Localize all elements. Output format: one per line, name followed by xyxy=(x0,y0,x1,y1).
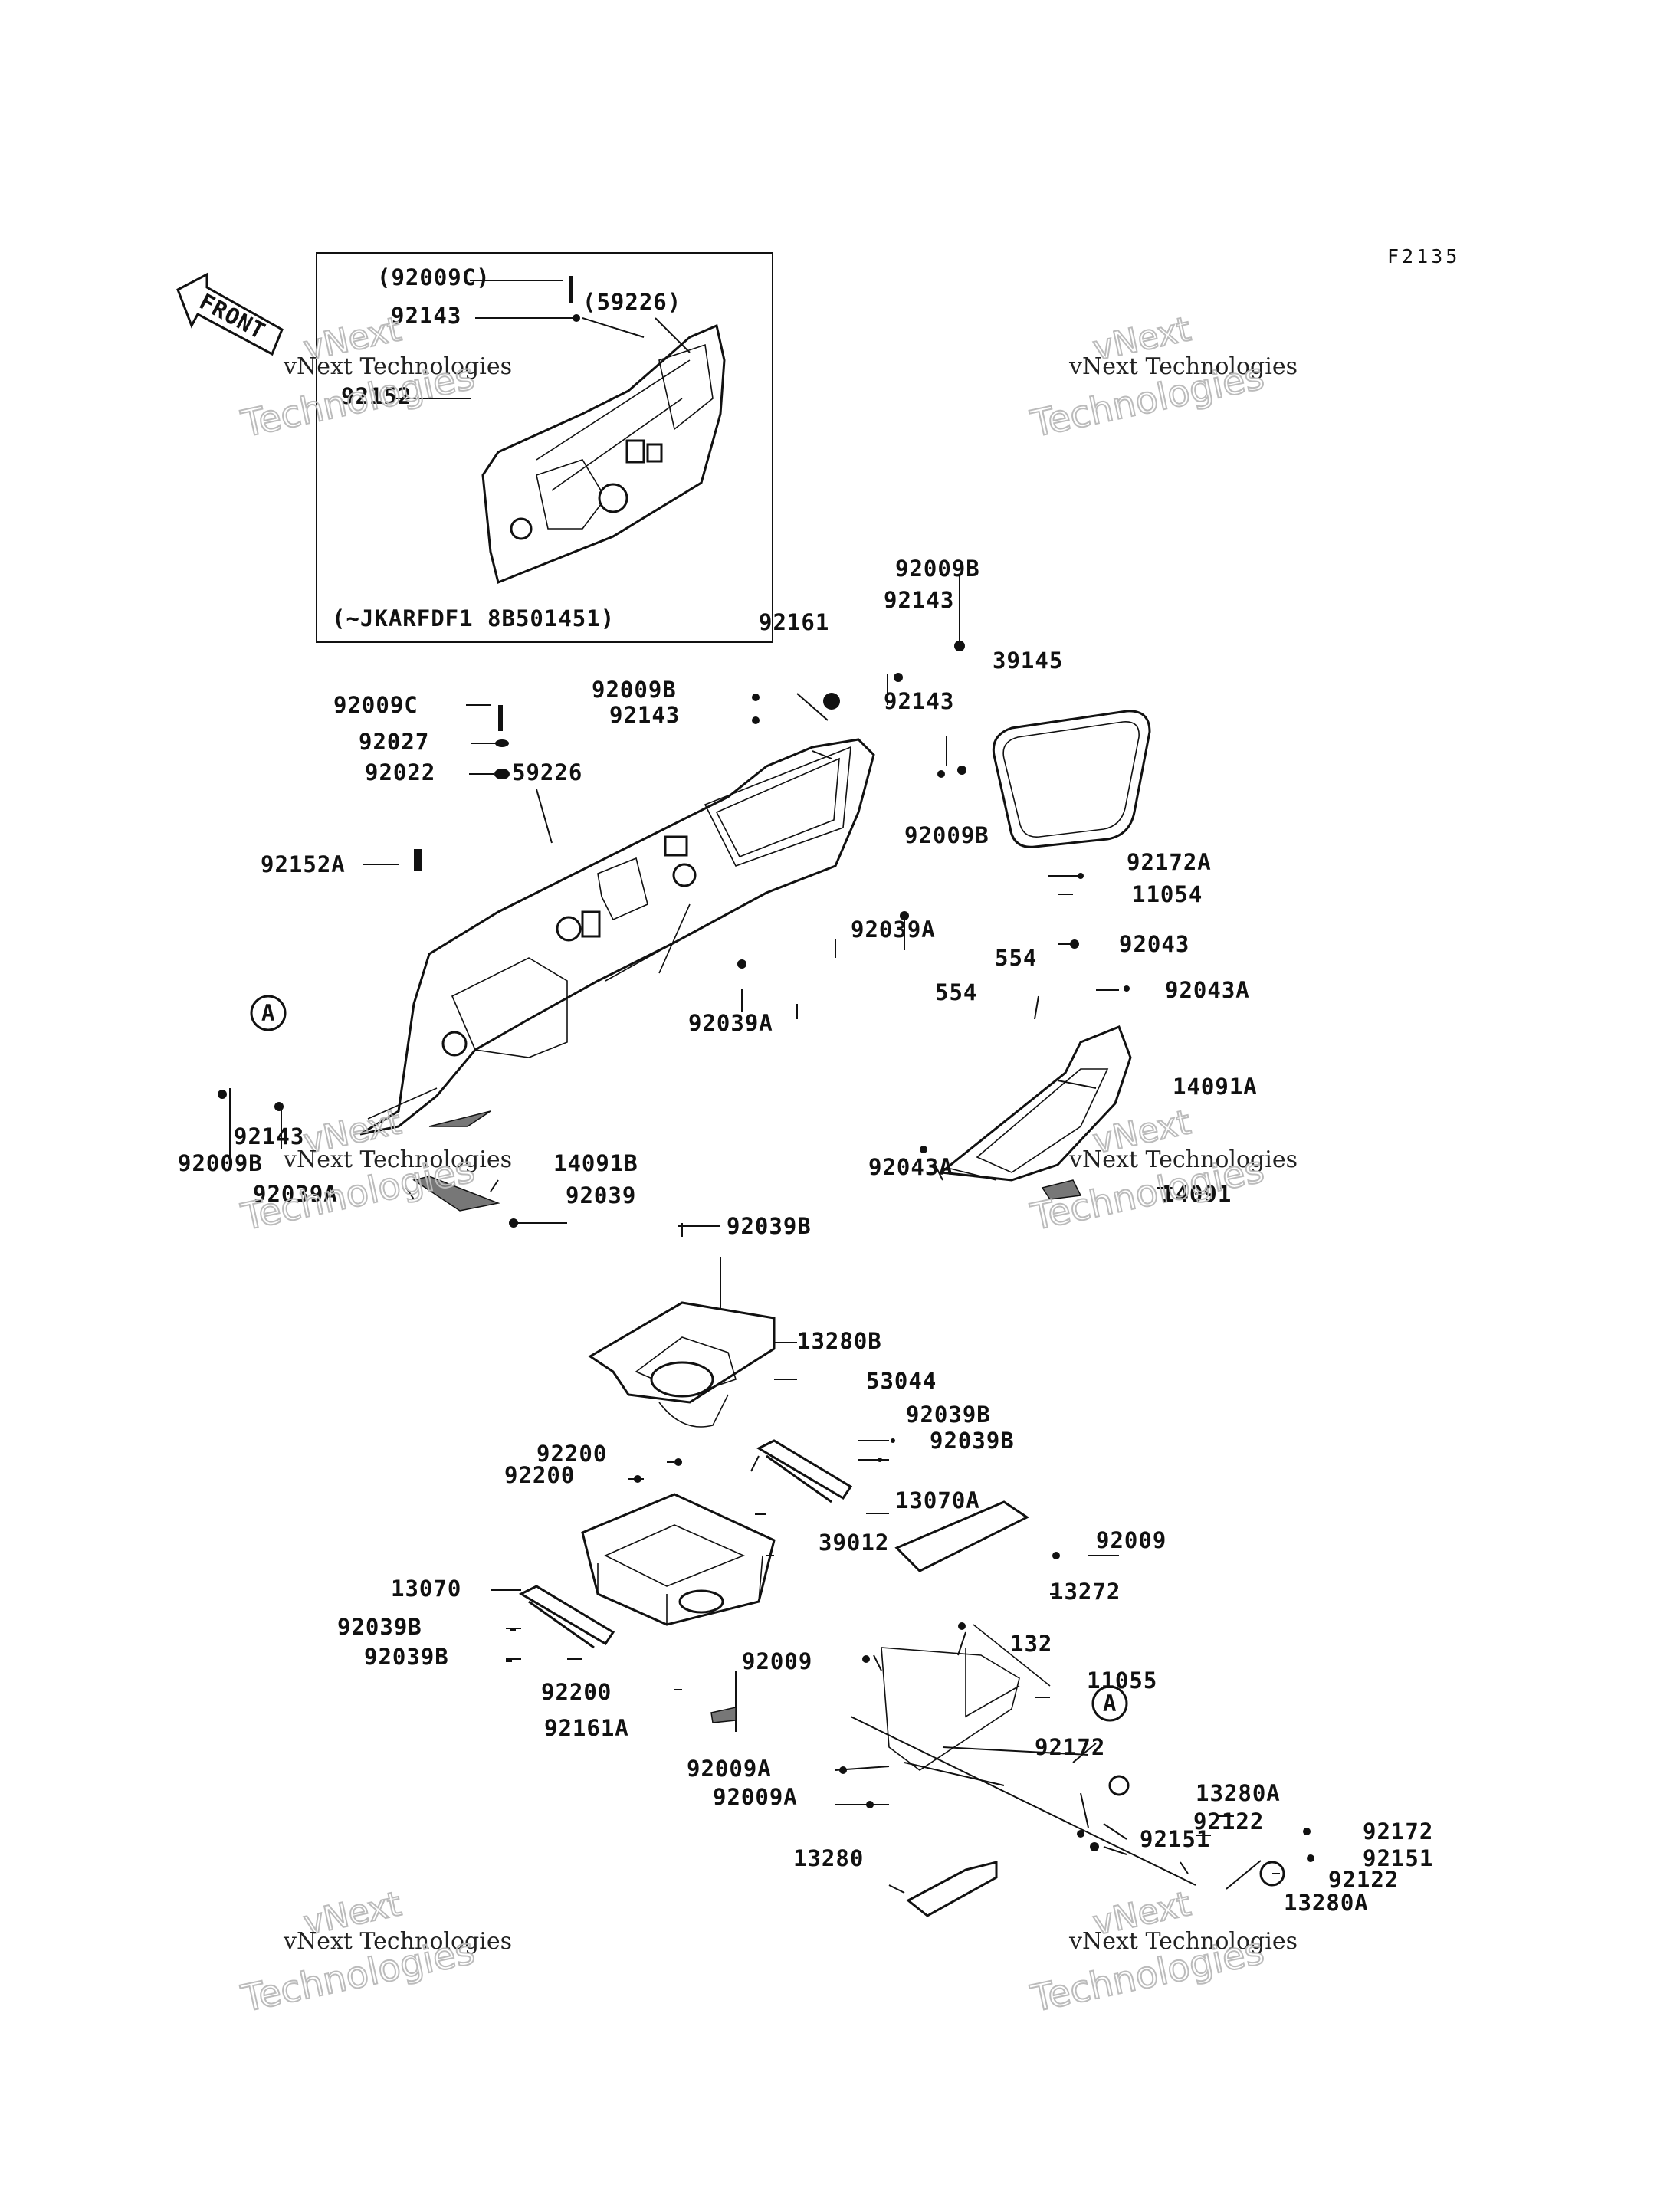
part-number-label: 92200 xyxy=(541,1679,612,1705)
part-number-label: 92027 xyxy=(359,729,429,755)
part-number-label: 92039B xyxy=(930,1428,1015,1454)
part-number-label: (92009C) xyxy=(377,264,491,290)
svg-text:vNext Technologies: vNext Technologies xyxy=(283,1146,512,1173)
svg-text:FRONT: FRONT xyxy=(195,288,270,344)
part-number-label: 554 xyxy=(935,979,977,1005)
part-number-label: 92039 xyxy=(566,1182,636,1208)
part-number-label: 92152A xyxy=(261,851,346,877)
svg-text:vNext Technologies: vNext Technologies xyxy=(1068,1928,1298,1955)
part-number-label: 92039B xyxy=(337,1614,422,1640)
part-number-label: 92143 xyxy=(884,587,954,613)
part-number-label: A xyxy=(261,1000,275,1026)
part-number-label: 92151 xyxy=(1363,1845,1433,1871)
part-number-label: 92151 xyxy=(1140,1826,1210,1852)
part-number-label: A xyxy=(1103,1690,1117,1717)
reference-marker-a: A A xyxy=(250,995,1128,1722)
part-number-label: 14091B xyxy=(553,1150,638,1176)
part-number-label: 92143 xyxy=(884,688,954,714)
rail-13070 xyxy=(518,1439,853,1649)
part-number-label: 92009A xyxy=(687,1756,772,1782)
part-number-label: 13280A xyxy=(1196,1780,1281,1806)
part-number-label: 92039B xyxy=(364,1644,449,1670)
inset-dashboard-panel xyxy=(481,323,726,585)
inset-frame xyxy=(316,252,773,643)
part-number-label: 92172 xyxy=(1035,1734,1105,1760)
part-number-label: (59226) xyxy=(582,289,681,315)
part-number-label: 92022 xyxy=(365,759,435,785)
part-number-label: 11055 xyxy=(1087,1667,1157,1694)
part-number-label: 92009B xyxy=(904,822,989,848)
part-number-label: 39145 xyxy=(993,648,1063,674)
part-number-label: 92039A xyxy=(688,1010,773,1036)
part-number-label: 92039B xyxy=(727,1213,812,1239)
part-number-label: 14091A xyxy=(1173,1074,1258,1100)
part-number-label: 13070A xyxy=(895,1487,980,1513)
part-number-label: 92161A xyxy=(544,1715,629,1741)
part-number-label: 92172A xyxy=(1127,849,1212,875)
part-number-label: 11054 xyxy=(1132,881,1203,907)
part-number-label: 92143 xyxy=(234,1123,304,1149)
svg-text:vNext Technologies: vNext Technologies xyxy=(1068,1146,1298,1173)
part-number-label: 92009B xyxy=(592,677,677,703)
inset-serial-note: (~JKARFDF1 8B501451) xyxy=(332,605,615,631)
frame-bracket-132 xyxy=(881,1500,1285,1917)
part-number-label: 92009 xyxy=(1096,1527,1166,1553)
part-number-label: 13280B xyxy=(797,1328,882,1354)
leader-lines xyxy=(229,280,1280,1894)
storage-tray-13280b xyxy=(588,1301,776,1428)
part-number-label: 92009C xyxy=(333,692,418,718)
front-arrow-icon: FRONT xyxy=(176,272,284,356)
main-dashboard-panel xyxy=(359,738,875,1136)
glovebox-tray xyxy=(938,1025,1132,1182)
part-number-label: 92009 xyxy=(742,1648,812,1674)
part-number-label: 13070 xyxy=(391,1576,461,1602)
part-number-label: 14091 xyxy=(1161,1181,1232,1207)
part-number-label: 92043 xyxy=(1119,931,1189,957)
part-number-label: 53044 xyxy=(866,1368,937,1394)
part-number-label: 92172 xyxy=(1363,1818,1433,1844)
svg-text:vNext Technologies: vNext Technologies xyxy=(283,1928,512,1955)
part-number-label: 92200 xyxy=(504,1462,575,1488)
part-number-label: 92200 xyxy=(536,1441,607,1467)
part-number-label: 92009A xyxy=(713,1784,798,1810)
part-number-label: 13280 xyxy=(793,1845,864,1871)
svg-text:vNext Technologies: vNext Technologies xyxy=(283,353,512,380)
part-number-label: 92152 xyxy=(341,383,412,409)
figure-code: F2135 xyxy=(1387,245,1460,267)
part-number-label: 92122 xyxy=(1328,1867,1399,1893)
part-number-label: 92043A xyxy=(868,1154,953,1180)
part-number-label: 92122 xyxy=(1193,1808,1264,1835)
gasket-39145 xyxy=(992,710,1151,848)
part-number-label: 92043A xyxy=(1165,977,1250,1003)
part-number-label: 92009B xyxy=(178,1150,263,1176)
part-number-label: 92143 xyxy=(391,303,461,329)
part-number-label: 13280A xyxy=(1284,1890,1369,1916)
part-number-label: 92039A xyxy=(851,917,936,943)
part-labels: (92009C) 92143 (59226) 92152 92009B 9214… xyxy=(178,264,1433,1916)
part-number-label: 92039A xyxy=(253,1181,338,1207)
part-number-label: 92039B xyxy=(906,1402,991,1428)
part-number-label: 59226 xyxy=(512,759,582,785)
part-number-label: 92161 xyxy=(759,609,829,635)
part-number-label: 92143 xyxy=(609,702,680,728)
watermark-top-right: vNext vNext Technologies Technologies xyxy=(1026,309,1298,447)
svg-text:vNext Technologies: vNext Technologies xyxy=(1068,353,1298,380)
part-number-label: 554 xyxy=(995,945,1037,971)
watermark-bottom-right: vNext vNext Technologies Technologies xyxy=(1026,1884,1298,2022)
part-number-label: 39012 xyxy=(819,1530,889,1556)
fastener-markers xyxy=(218,276,1314,1862)
part-number-label: 13272 xyxy=(1050,1579,1121,1605)
storage-bin-39012 xyxy=(581,1493,776,1626)
part-number-label: 132 xyxy=(1010,1631,1052,1657)
part-number-label: 92009B xyxy=(895,556,980,582)
watermark-bottom-left: vNext vNext Technologies Technologies xyxy=(237,1884,512,2022)
